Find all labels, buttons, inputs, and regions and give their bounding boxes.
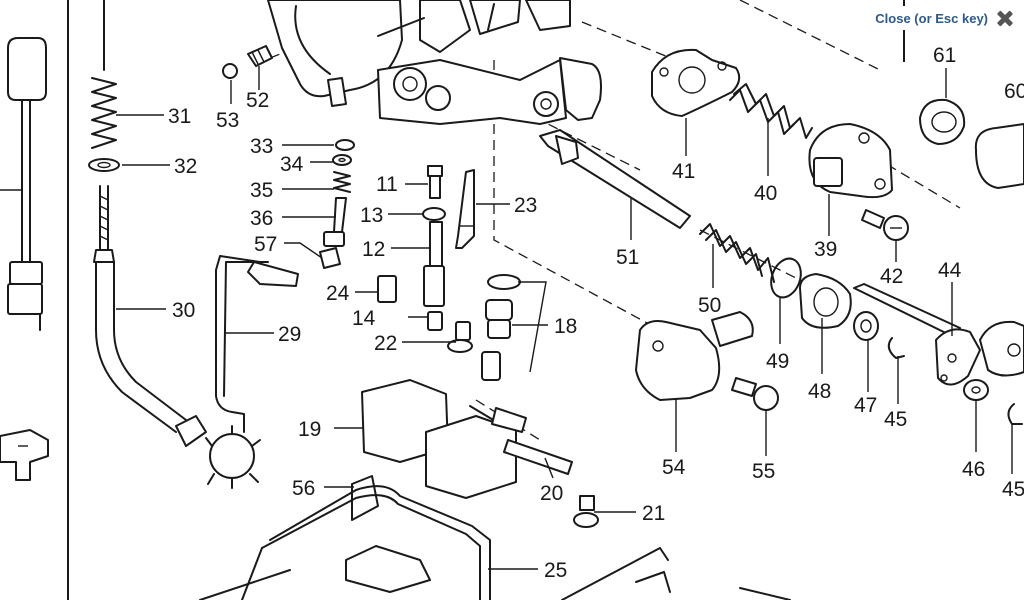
callout-54: 54 [662, 456, 686, 479]
ring-part-33 [335, 139, 355, 151]
e-clip-part-45b [1007, 403, 1023, 425]
carburetor-body-part [267, 0, 602, 125]
callout-32: 32 [174, 155, 197, 178]
callout-53: 53 [216, 109, 239, 132]
throttle-cable-part-30 [93, 185, 261, 489]
washer-part-46 [963, 379, 989, 401]
cable-part-29 [215, 255, 299, 433]
callout-39: 39 [814, 238, 837, 261]
callout-57: 57 [254, 233, 277, 256]
washer-part-32 [88, 158, 120, 172]
callout-55: 55 [752, 460, 775, 483]
jet-part-24 [377, 275, 397, 303]
pin-part-20 [503, 439, 573, 475]
callout-23: 23 [514, 194, 537, 217]
float-part-19 [361, 379, 527, 499]
o-ring-part-49 [770, 257, 802, 299]
callout-29: 29 [278, 323, 301, 346]
throttle-lever-part-54 [635, 311, 754, 401]
callout-44: 44 [938, 259, 962, 282]
callout-21: 21 [642, 502, 665, 525]
nut-part-48 [799, 273, 852, 329]
callout-19: 19 [298, 418, 321, 441]
callout-12: 12 [362, 238, 385, 261]
close-label[interactable]: Close (or Esc key) [875, 10, 988, 26]
spring-part-50 [699, 223, 775, 283]
jet-part-14 [427, 311, 443, 331]
screw-part-55 [731, 377, 779, 411]
callout-45b: 45 [1002, 478, 1024, 501]
callout-35: 35 [250, 179, 273, 202]
gasket-part-25 [199, 485, 491, 600]
washer-part-47 [853, 311, 879, 341]
callout-41: 41 [672, 160, 695, 183]
cover-part-39 [808, 123, 893, 199]
ball-part-53 [222, 63, 238, 79]
spring-part-35 [333, 171, 351, 193]
float-valve-part-18 [481, 274, 547, 381]
callout-24: 24 [326, 282, 350, 305]
callout-49: 49 [766, 350, 789, 373]
float-bowl-part [561, 547, 791, 600]
close-button[interactable]: Close (or Esc key) [871, 6, 1018, 30]
callout-13: 13 [360, 204, 383, 227]
diaphragm-cover-part-41 [651, 48, 741, 117]
callout-11: 11 [376, 173, 398, 196]
leader-lines [116, 66, 1013, 570]
callout-30: 30 [172, 299, 195, 322]
needle-part-23 [455, 169, 475, 249]
sensor-cable-part [0, 37, 47, 331]
ring-part-34 [332, 154, 352, 166]
screw-part-52 [247, 45, 273, 67]
callout-22: 22 [374, 332, 397, 355]
callout-31: 31 [168, 105, 191, 128]
throttle-shaft-part-51 [539, 129, 691, 229]
callout-46: 46 [962, 458, 985, 481]
hose-part-60 [974, 123, 1024, 189]
callout-labels: 61 60 31 53 52 33 34 32 35 11 36 13 23 5… [168, 44, 1024, 582]
callout-61: 61 [933, 44, 956, 67]
callout-36: 36 [250, 207, 273, 230]
callout-14: 14 [352, 307, 376, 330]
callout-25: 25 [544, 559, 567, 582]
callout-60: 60 [1004, 80, 1024, 103]
callout-47: 47 [854, 394, 877, 417]
callout-20: 20 [540, 482, 563, 505]
callout-52: 52 [246, 89, 269, 112]
callout-48: 48 [808, 380, 831, 403]
shaft-part-44 [853, 283, 1024, 386]
callout-50: 50 [698, 294, 721, 317]
callout-45: 45 [884, 408, 907, 431]
callout-33: 33 [250, 135, 273, 158]
callout-40: 40 [754, 182, 777, 205]
clamp-part-61 [919, 98, 966, 145]
screw-part-42 [861, 209, 909, 241]
callout-56: 56 [292, 477, 315, 500]
emulsion-tube-part-12 [423, 221, 445, 307]
callout-18: 18 [554, 315, 577, 338]
callout-42: 42 [880, 265, 903, 288]
close-icon[interactable] [994, 7, 1016, 29]
sensor-bracket-part [0, 429, 49, 481]
nut-part-57 [319, 247, 341, 269]
callout-34: 34 [280, 153, 304, 176]
jet-part-11 [427, 165, 443, 199]
needle-part-36 [323, 197, 347, 247]
spring-part-40 [729, 83, 813, 139]
spring-part-31 [91, 0, 117, 149]
ring-part-13 [422, 207, 446, 221]
screw-part-21 [573, 495, 599, 528]
screw-part-22 [447, 321, 473, 353]
callout-51: 51 [616, 246, 639, 269]
e-clip-part-45 [887, 337, 905, 359]
